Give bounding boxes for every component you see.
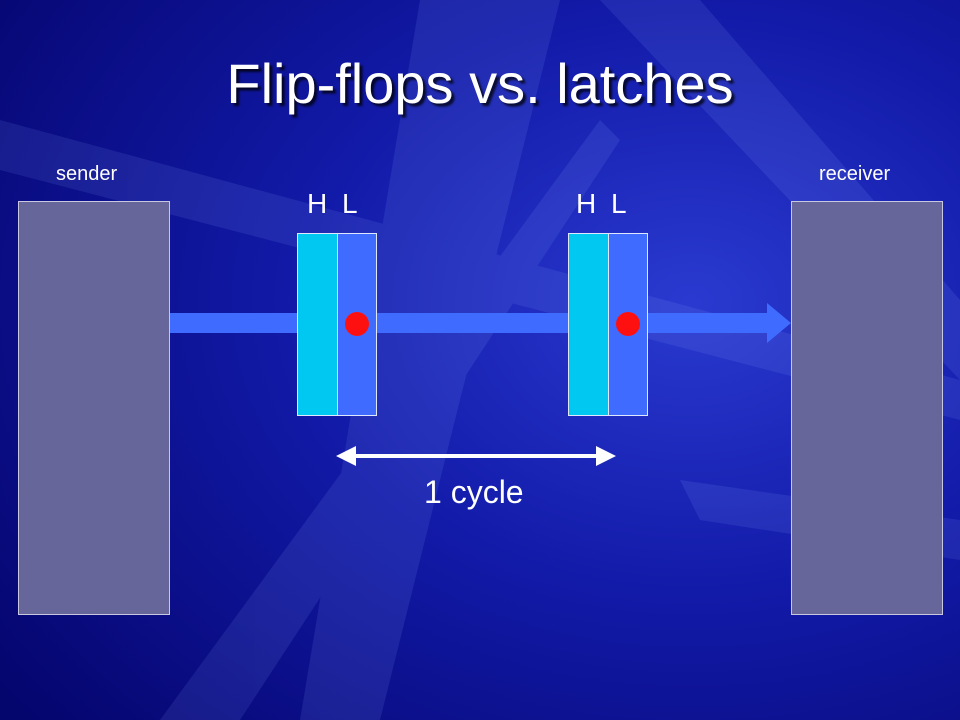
latch2-high-label: H bbox=[576, 188, 597, 219]
cycle-label: 1 cycle bbox=[424, 474, 524, 510]
cycle-arrowhead-left bbox=[336, 446, 356, 466]
receiver-label: receiver bbox=[819, 163, 891, 185]
sender-block bbox=[18, 201, 170, 615]
wire-latch2-to-receiver bbox=[647, 313, 769, 333]
page-title: Flip-flops vs. latches bbox=[226, 52, 734, 115]
latch1-low-label: L bbox=[342, 188, 358, 219]
latch2-dot bbox=[616, 312, 640, 336]
wire-sender-to-latch1 bbox=[170, 313, 298, 333]
cycle-arrowhead-right bbox=[596, 446, 616, 466]
latch1-dot bbox=[345, 312, 369, 336]
wire-latch1-to-latch2 bbox=[376, 313, 569, 333]
latch2-high bbox=[568, 233, 609, 416]
latch2-low-label: L bbox=[611, 188, 627, 219]
latch1-high bbox=[297, 233, 338, 416]
arrowhead-to-receiver bbox=[767, 303, 791, 343]
latch1-high-label: H bbox=[307, 188, 328, 219]
sender-label: sender bbox=[56, 163, 118, 185]
receiver-block bbox=[791, 201, 943, 615]
